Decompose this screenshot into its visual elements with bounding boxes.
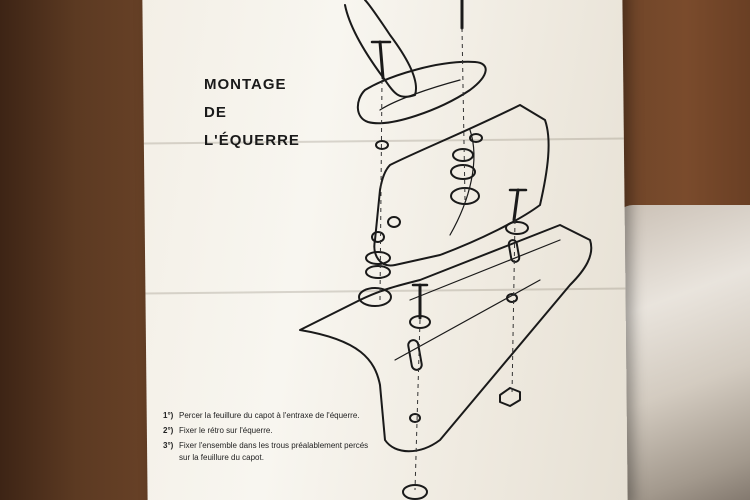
step-text: Percer la feuillure du capot à l'entraxe… (179, 411, 360, 420)
hole (375, 140, 389, 150)
assembly-axis (511, 219, 516, 396)
nut (365, 265, 391, 279)
nut (499, 387, 521, 407)
step-number: 1°) (163, 411, 174, 420)
mirror-base-plate (356, 60, 487, 125)
hole (409, 413, 421, 423)
step-number: 3°) (163, 441, 174, 450)
nut (358, 287, 392, 307)
title-line-3: L'ÉQUERRE (204, 132, 300, 149)
instruction-step: 3°) Fixer l'ensemble dans les trous préa… (163, 440, 378, 464)
instruction-step: 1°) Percer la feuillure du capot à l'ent… (163, 410, 378, 422)
hole (387, 216, 401, 228)
bracket-lower-body (299, 224, 593, 453)
hole (469, 133, 483, 143)
washer (452, 148, 474, 162)
title-line-2: DE (204, 104, 227, 121)
nut (450, 164, 476, 180)
screw-middle (378, 40, 385, 80)
bracket-edge-line (409, 239, 561, 301)
hole (506, 293, 518, 303)
instruction-step: 2°) Fixer le rétro sur l'équerre. (163, 425, 378, 437)
slot-hole (507, 239, 521, 263)
screw-right (512, 188, 520, 222)
plastic-bag (615, 205, 750, 500)
washer (365, 251, 391, 265)
cardboard-background-left (0, 0, 170, 500)
step-text: Fixer le rétro sur l'équerre. (179, 426, 273, 435)
bracket-upper-plate (373, 104, 550, 267)
step-number: 2°) (163, 426, 174, 435)
bracket-fold-line (449, 129, 475, 236)
slot-hole (407, 339, 423, 371)
step-text: Fixer l'ensemble dans les trous préalabl… (179, 441, 369, 462)
hole (371, 231, 385, 243)
nut (402, 484, 428, 500)
washer (505, 221, 529, 235)
base-plate-edge (379, 79, 461, 111)
assembly-axis (461, 27, 466, 201)
title-line-1: MONTAGE (204, 76, 287, 93)
instruction-list: 1°) Percer la feuillure du capot à l'ent… (163, 410, 378, 467)
mirror-stem (344, 0, 417, 98)
